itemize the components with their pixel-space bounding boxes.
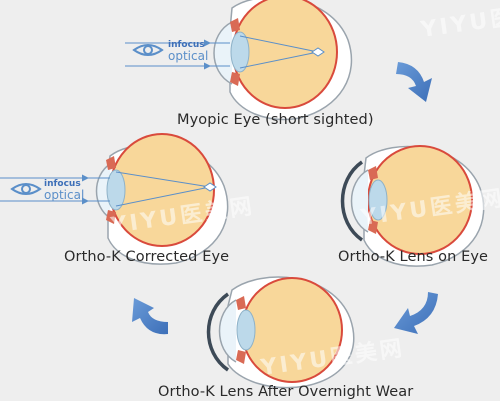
curved-arrow-up-left [132, 298, 168, 335]
curved-arrow-down-left [394, 292, 438, 334]
crystalline-lens [230, 31, 250, 73]
ortho-k-lens [340, 160, 364, 242]
iris-bottom [230, 72, 240, 86]
caption-corrected: Ortho-K Corrected Eye [64, 249, 230, 265]
logo-line2: optical [168, 49, 208, 63]
logo-top: infocus optical [132, 40, 208, 63]
crystalline-lens [236, 309, 256, 351]
logo-line1: infocus [44, 179, 81, 189]
caption-myopic: Myopic Eye (short sighted) [177, 112, 374, 128]
lens-on-eye [340, 145, 485, 267]
cornea [213, 21, 233, 85]
corrected-eye [0, 133, 229, 265]
eye-logo-icon [132, 44, 164, 56]
focus-point [311, 47, 325, 57]
caption-lens-on: Ortho-K Lens on Eye [338, 249, 489, 265]
focus-point [203, 182, 217, 192]
eye-logo-icon [10, 183, 42, 195]
logo-middle: infocus optical [10, 179, 84, 202]
iris-top [230, 18, 240, 32]
logo-line2: optical [44, 188, 84, 202]
cornea [218, 299, 237, 363]
crystalline-lens [368, 179, 388, 221]
after-wear-eye [206, 276, 355, 389]
logo-line1: infocus [168, 40, 205, 50]
ortho-k-lens [206, 292, 230, 372]
crystalline-lens [106, 169, 126, 211]
cornea [350, 169, 369, 233]
curved-arrow-down-right [396, 62, 432, 102]
caption-after-wear: Ortho-K Lens After Overnight Wear [158, 384, 414, 400]
myopic-eye [125, 0, 353, 121]
